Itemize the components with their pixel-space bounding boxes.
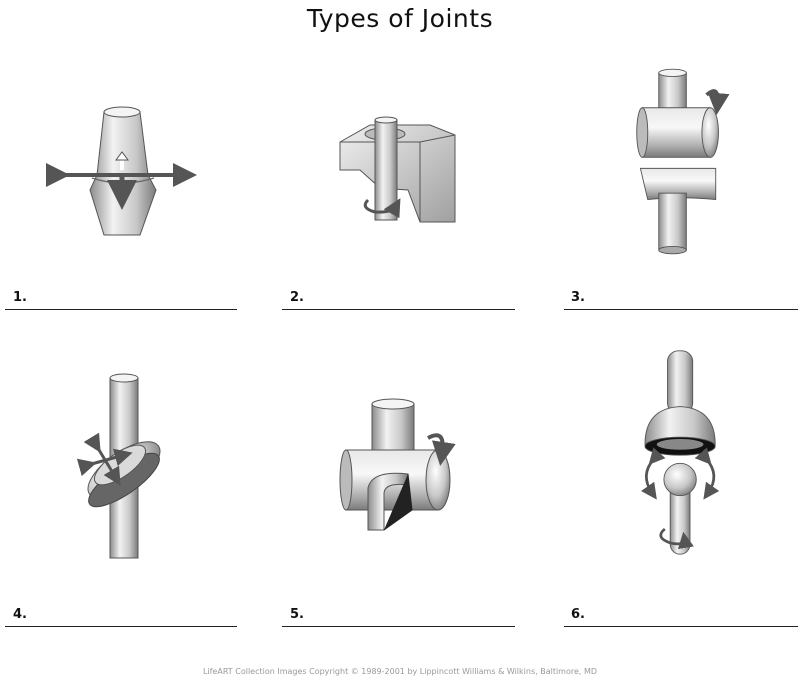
joint-2: 2. [280,80,540,320]
plane-joint-illustration [46,106,197,236]
item-number: 4. [13,607,27,622]
ball-and-socket-joint-illustration [640,350,720,555]
answer-line [282,626,515,627]
joint-6: 6. [560,340,800,627]
hinge-joint-illustration [636,68,730,255]
item-number: 5. [290,607,304,622]
joint-1: 1. [0,80,260,320]
answer-line [5,309,237,310]
answer-line [282,309,515,310]
item-number: 1. [13,290,27,305]
item-number: 6. [571,607,585,622]
answer-line [5,626,237,627]
saddle-joint-illustration [339,398,456,531]
joint-5: 5. [280,370,540,627]
condyloid-joint-illustration [76,373,161,559]
item-number: 3. [571,290,585,305]
item-number: 2. [290,290,304,305]
page-title: Types of Joints [306,4,494,33]
joint-3: 3. [560,60,800,310]
answer-line [564,626,798,627]
copyright-footer: LifeART Collection Images Copyright © 19… [202,667,598,676]
joint-4: 4. [0,370,260,627]
pivot-joint-illustration [339,116,456,223]
answer-line [564,309,798,310]
